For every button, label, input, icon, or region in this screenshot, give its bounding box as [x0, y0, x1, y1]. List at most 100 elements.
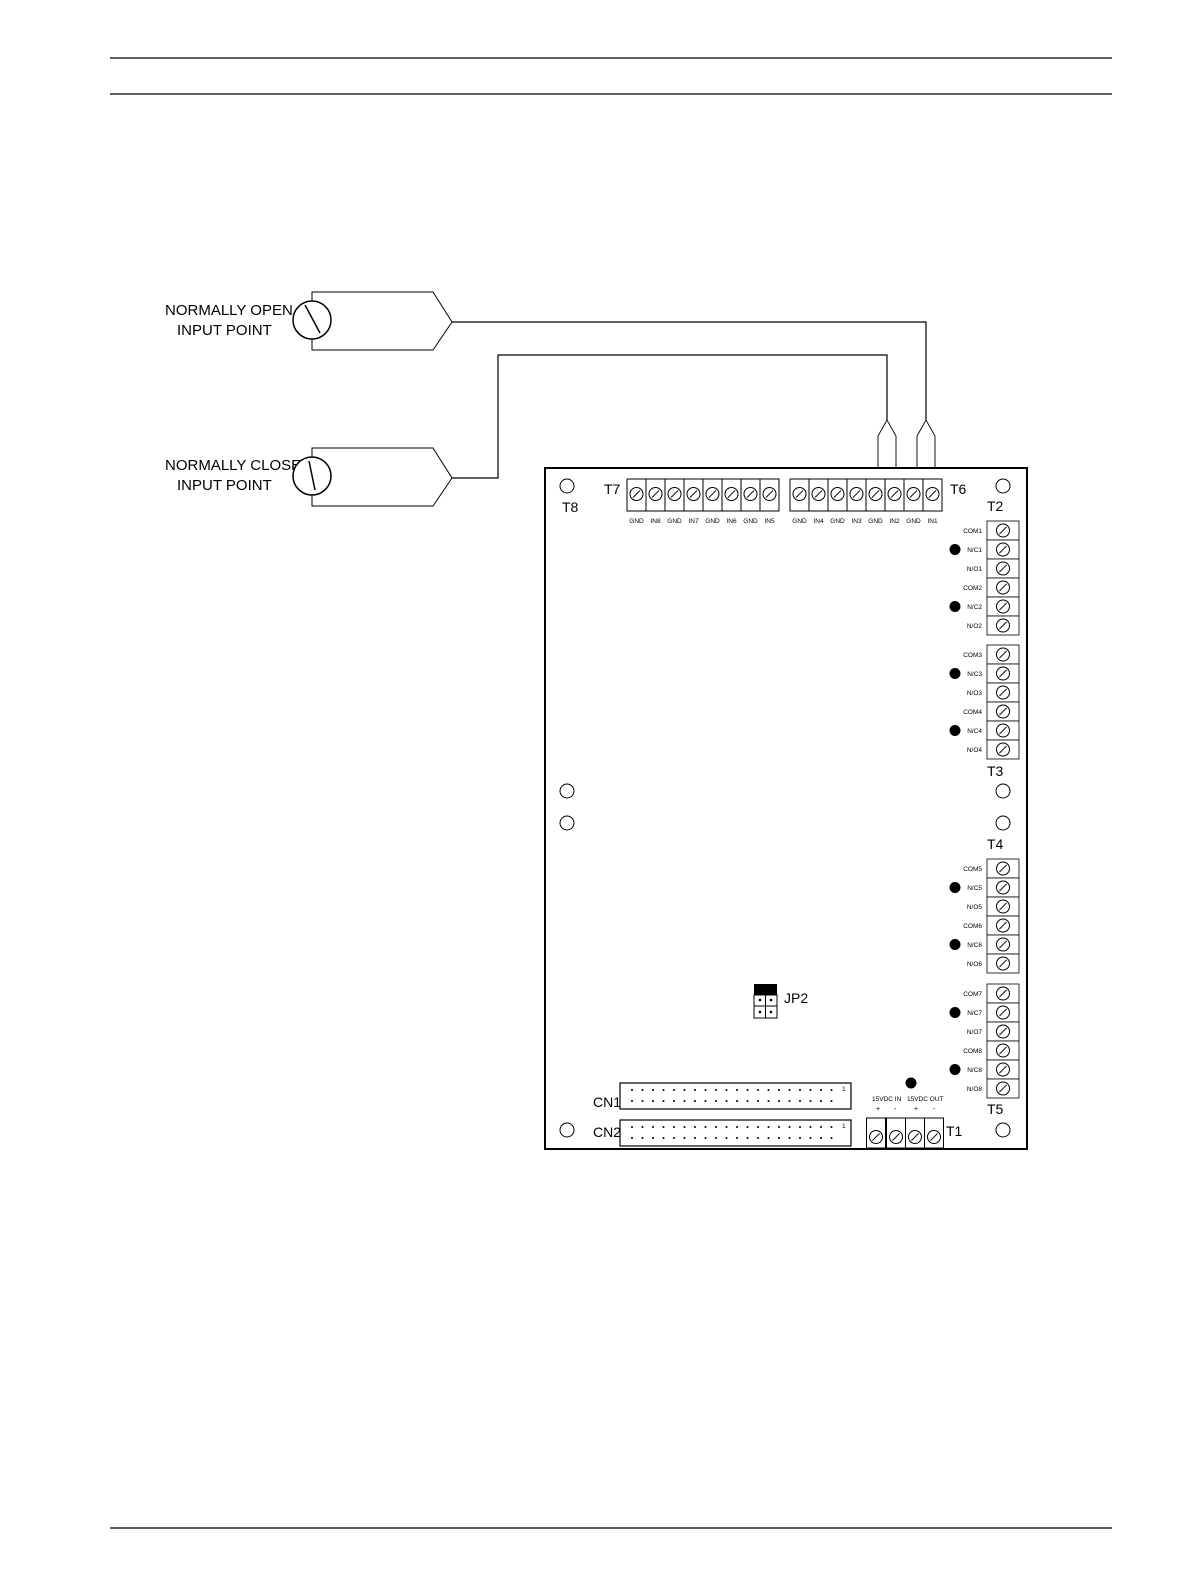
relay-terminal-blocks: COM1N/C1N/O1COM2N/C2N/O2COM3N/C3N/O3COM4… [949, 520, 1020, 1099]
pwr-in-label: 15VDC IN [872, 1096, 902, 1103]
pwr-out-plus: + [914, 1106, 918, 1113]
relay-led-icon [949, 544, 961, 555]
relay-led-icon [949, 1064, 961, 1075]
t2-relay-label: COM2 [963, 585, 982, 592]
wire-end-in1 [916, 419, 936, 468]
t6-terminal-label: IN1 [927, 518, 938, 525]
wires [452, 321, 936, 479]
t6-screw-icon [849, 487, 864, 501]
wire-normally-closed [452, 354, 888, 479]
relay-led-icon [949, 601, 961, 612]
t5-relay-label: N/C8 [967, 1067, 982, 1074]
t4-relay-label: COM5 [963, 866, 982, 873]
t7-screw-icon [648, 487, 663, 501]
t7-screw-icon [629, 487, 644, 501]
t5-screw-icon [996, 1081, 1010, 1096]
t6-terminal-label: IN2 [889, 518, 900, 525]
t6-screw-icon [811, 487, 826, 501]
relay-led-icon [949, 725, 961, 736]
cn1-connector: 1 CN1 [593, 1082, 852, 1110]
t2-relay-label: N/C1 [967, 547, 982, 554]
jp2-label: JP2 [784, 990, 808, 1006]
cn1-label: CN1 [593, 1094, 621, 1110]
t4-relay-label: N/O6 [967, 961, 983, 968]
t2-screw-icon [996, 523, 1010, 538]
t5-relay-label: COM8 [963, 1048, 982, 1055]
t2-relay-label: N/C2 [967, 604, 982, 611]
t3-label: T3 [987, 763, 1004, 779]
cn1-pin1-label: 1 [842, 1086, 846, 1093]
t8-label: T8 [562, 499, 579, 515]
t3-screw-icon [996, 666, 1010, 681]
t7-terminal-label: GND [667, 518, 682, 525]
t7-screw-icon [686, 487, 701, 501]
t3-relay-label: N/O4 [967, 747, 983, 754]
t6-terminal-label: IN4 [813, 518, 824, 525]
t7-terminal-label: GND [629, 518, 644, 525]
mounting-hole [559, 815, 575, 831]
t6-terminal-label: GND [792, 518, 807, 525]
t2-screw-icon [996, 599, 1010, 614]
t5-relay-label: N/O7 [967, 1029, 983, 1036]
t6-screw-icon [830, 487, 845, 501]
t3-screw-icon [996, 685, 1010, 700]
pwr-in-plus: + [876, 1106, 880, 1113]
t1-screw-icon [869, 1130, 883, 1144]
mounting-hole [995, 815, 1011, 831]
t5-screw-icon [996, 1062, 1010, 1077]
wire-normally-open [452, 321, 927, 420]
t2-screw-icon [996, 618, 1010, 633]
no-sensor-body [311, 291, 453, 351]
t1-power-block: 15VDC IN 15VDC OUT + - + - [866, 1077, 944, 1149]
t7-screw-icon [705, 487, 720, 501]
relay-led-icon [949, 1007, 961, 1018]
t6-screw-icon [792, 487, 807, 501]
no-label-line2: INPUT POINT [177, 322, 272, 339]
wire-end-in2 [877, 419, 897, 468]
mounting-holes [559, 478, 1011, 1138]
t1-screw-icon [889, 1130, 903, 1144]
normally-open-input: NORMALLY OPEN INPUT POINT [165, 291, 453, 351]
t6-screw-icon [887, 487, 902, 501]
normally-closed-input: NORMALLY CLOSED INPUT POINT [165, 447, 453, 507]
t7-terminal-label: IN5 [764, 518, 775, 525]
t3-relay-label: COM3 [963, 652, 982, 659]
t7-terminal-label: IN6 [726, 518, 737, 525]
t7-screw-icon [743, 487, 758, 501]
t3-screw-icon [996, 742, 1010, 757]
t3-relay-label: N/O3 [967, 690, 983, 697]
cn2-connector: 1 CN2 [593, 1119, 852, 1147]
relay-led-icon [949, 882, 961, 893]
t2-relay-label: COM1 [963, 528, 982, 535]
t2-relay-label: N/O1 [967, 566, 983, 573]
no-switch-icon [292, 300, 332, 340]
mounting-hole [995, 1122, 1011, 1138]
t6-label: T6 [950, 481, 967, 497]
relay-led-icon [949, 939, 961, 950]
t6-terminal-label: GND [906, 518, 921, 525]
t4-relay-label: N/C6 [967, 942, 982, 949]
t6-terminal-label: GND [830, 518, 845, 525]
t5-screw-icon [996, 986, 1010, 1001]
t1-label: T1 [946, 1123, 963, 1139]
t4-screw-icon [996, 937, 1010, 952]
t6-screw-icon [868, 487, 883, 501]
t5-screw-icon [996, 1043, 1010, 1058]
power-led [905, 1077, 917, 1089]
t7-terminal-label: GND [705, 518, 720, 525]
t2-screw-icon [996, 561, 1010, 576]
controller-board [544, 467, 1028, 1150]
t5-relay-label: N/O8 [967, 1086, 983, 1093]
t5-screw-icon [996, 1005, 1010, 1020]
t1-screw-icon [927, 1130, 941, 1144]
t2-label: T2 [987, 498, 1004, 514]
cn2-pin1-label: 1 [842, 1123, 846, 1130]
t3-relay-label: N/C3 [967, 671, 982, 678]
t2-relay-label: N/O2 [967, 623, 983, 630]
t3-relay-label: N/C4 [967, 728, 982, 735]
